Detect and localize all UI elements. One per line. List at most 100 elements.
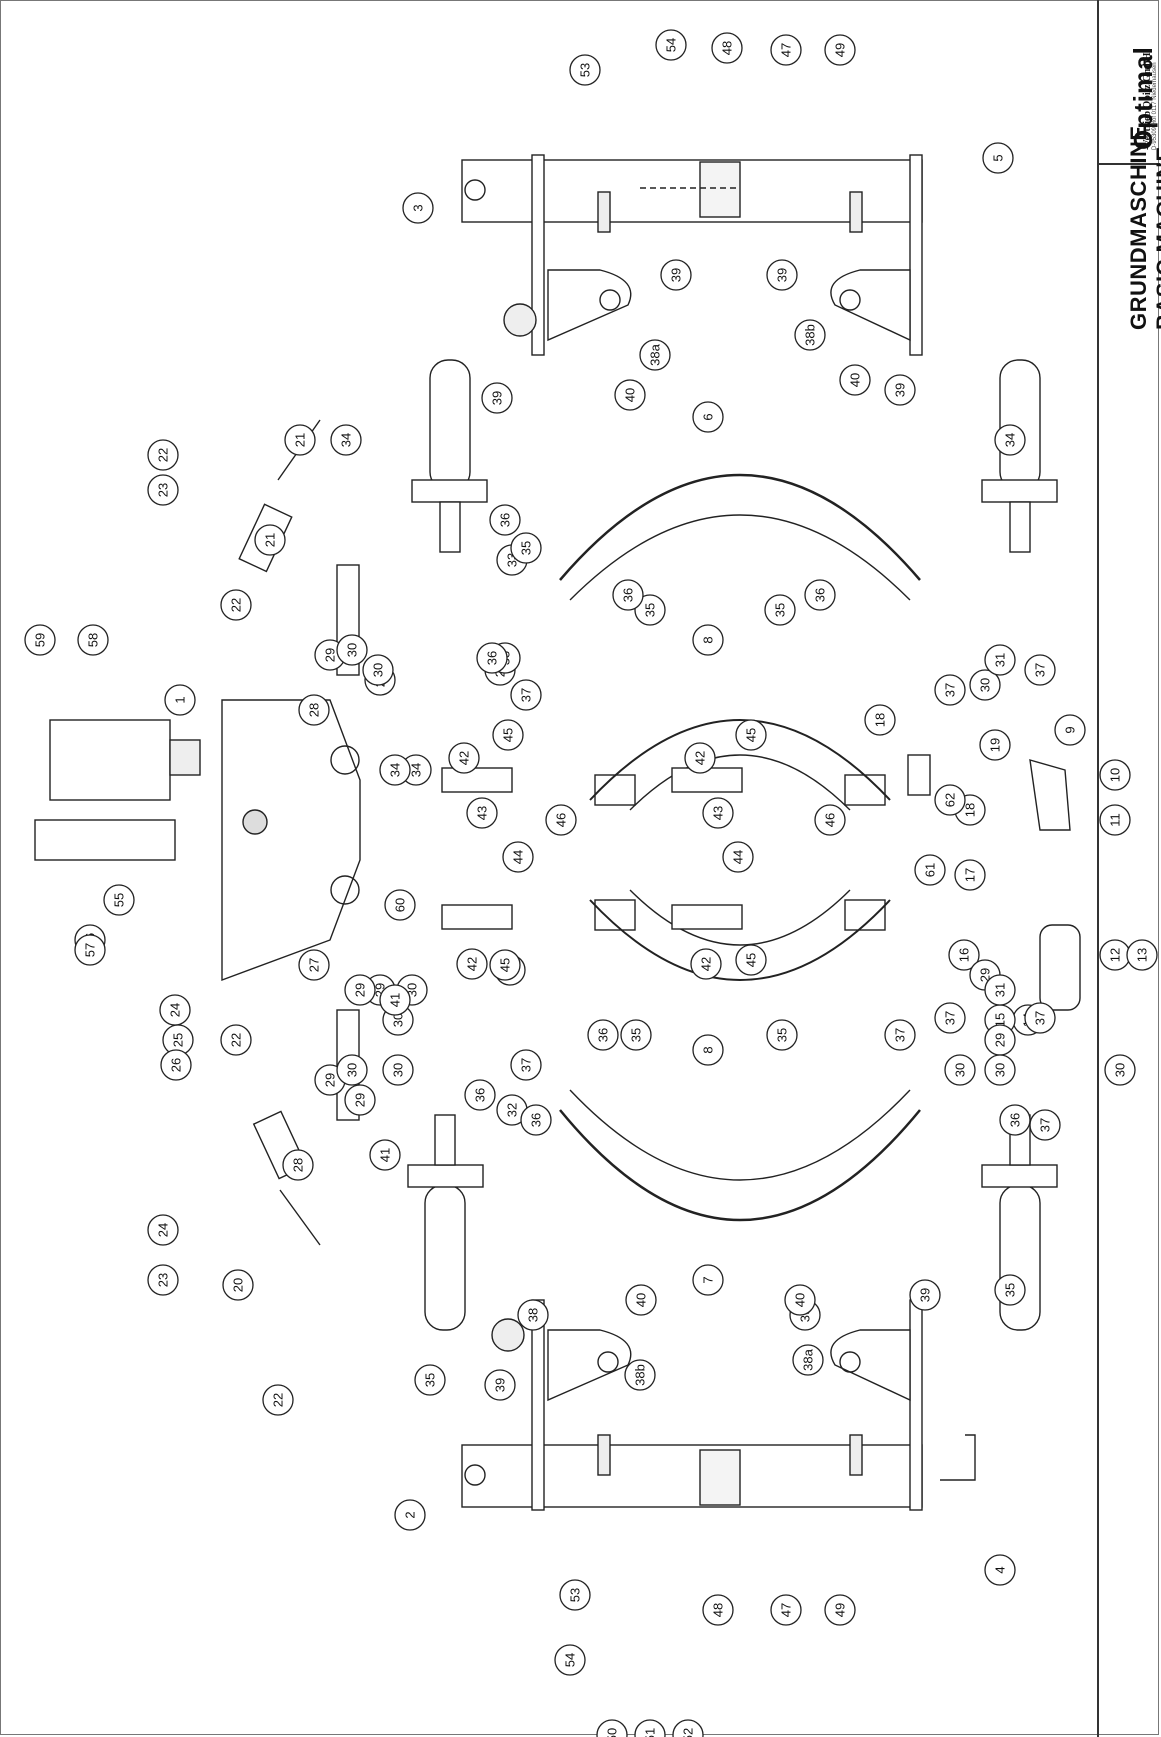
callout-number: 45 <box>501 728 516 742</box>
callout-circle <box>1054 714 1086 746</box>
callout-circle <box>379 754 411 786</box>
callout-number: 29 <box>978 968 993 982</box>
callout-number: 35 <box>423 1373 438 1387</box>
callout-circle <box>362 654 394 686</box>
callout-number: 22 <box>229 1033 244 1047</box>
callout-circle <box>824 1594 856 1626</box>
callout-30: 30 <box>336 634 368 666</box>
callout-number: 24 <box>168 1003 183 1017</box>
callout-46: 46 <box>545 804 577 836</box>
callout-47: 47 <box>770 1594 802 1626</box>
callout-21: 21 <box>284 424 316 456</box>
callout-number: 35 <box>629 1028 644 1042</box>
callout-circle <box>464 1079 496 1111</box>
callout-number: 18 <box>873 713 888 727</box>
callout-circle <box>1126 939 1158 971</box>
callout-circle <box>298 949 330 981</box>
callout-1: 1 <box>164 684 196 716</box>
callout-number: 42 <box>699 957 714 971</box>
callout-number: 40 <box>623 388 638 402</box>
callout-37: 37 <box>510 679 542 711</box>
callout-36: 36 <box>520 1104 552 1136</box>
callout-number: 42 <box>693 751 708 765</box>
callout-10: 10 <box>1099 759 1131 791</box>
callout-40: 40 <box>625 1284 657 1316</box>
callout-circle <box>984 974 1016 1006</box>
callout-49: 49 <box>824 34 856 66</box>
callout-circle <box>792 1344 824 1376</box>
callout-number: 26 <box>169 1058 184 1072</box>
callout-number: 36 <box>621 588 636 602</box>
callout-circle <box>814 804 846 836</box>
callout-41: 41 <box>369 1139 401 1171</box>
callout-number: 30 <box>345 643 360 657</box>
callout-47: 47 <box>770 34 802 66</box>
callout-3: 3 <box>402 192 434 224</box>
callout-number: 30 <box>1113 1063 1128 1077</box>
callout-number: 30 <box>345 1063 360 1077</box>
callout-number: 59 <box>33 633 48 647</box>
callout-number: 37 <box>943 683 958 697</box>
callout-37: 37 <box>934 674 966 706</box>
callout-circle <box>379 984 411 1016</box>
callout-circle <box>624 1359 656 1391</box>
callout-42: 42 <box>684 742 716 774</box>
callout-number: 6 <box>701 413 716 420</box>
callout-4: 4 <box>984 1554 1016 1586</box>
callout-39: 39 <box>884 374 916 406</box>
callout-circle <box>344 1084 376 1116</box>
callout-circle <box>394 1499 426 1531</box>
callout-number: 35 <box>1003 1283 1018 1297</box>
callout-number: 21 <box>293 433 308 447</box>
callout-38b: 38b <box>794 319 826 351</box>
callout-30: 30 <box>984 1054 1016 1086</box>
callout-circle <box>824 34 856 66</box>
callout-circle <box>994 424 1026 456</box>
callout-number: 38b <box>633 1364 648 1386</box>
callout-number: 36 <box>1008 1113 1023 1127</box>
callout-circle <box>934 1002 966 1034</box>
callout-circle <box>489 949 521 981</box>
callout-circle <box>914 854 946 886</box>
callout-circle <box>220 1024 252 1056</box>
callout-17: 17 <box>954 859 986 891</box>
callout-number: 34 <box>1003 433 1018 447</box>
callout-number: 36 <box>485 651 500 665</box>
callout-number: 8 <box>701 636 716 643</box>
callout-circle <box>520 1104 552 1136</box>
callout-45: 45 <box>735 944 767 976</box>
callout-number: 13 <box>1135 948 1150 962</box>
callout-number: 47 <box>779 1603 794 1617</box>
callout-number: 7 <box>701 1276 716 1283</box>
callout-circle <box>510 1049 542 1081</box>
callout-number: 23 <box>156 1273 171 1287</box>
callout-number: 40 <box>634 1293 649 1307</box>
callout-number: 37 <box>943 1011 958 1025</box>
callout-number: 39 <box>775 268 790 282</box>
callout-53: 53 <box>569 54 601 86</box>
callout-circle <box>103 884 135 916</box>
callout-circle <box>984 1054 1016 1086</box>
callout-6: 6 <box>692 401 724 433</box>
callout-40: 40 <box>614 379 646 411</box>
callout-circle <box>282 1149 314 1181</box>
callout-number: 49 <box>833 1603 848 1617</box>
title-english: BASIC MACHINE <box>1152 146 1161 330</box>
callout-number: 41 <box>378 1148 393 1162</box>
callout-number: 34 <box>409 763 424 777</box>
callout-number: 36 <box>498 513 513 527</box>
callout-circle <box>492 719 524 751</box>
callout-45: 45 <box>735 719 767 751</box>
callout-number: 30 <box>978 678 993 692</box>
callout-number: 58 <box>86 633 101 647</box>
callout-22: 22 <box>262 1384 294 1416</box>
callout-circle <box>634 594 666 626</box>
callout-number: 27 <box>307 958 322 972</box>
callout-57: 57 <box>74 934 106 966</box>
callout-19: 19 <box>979 729 1011 761</box>
callout-circle <box>336 1054 368 1086</box>
callout-number: 52 <box>681 1728 696 1737</box>
callout-8: 8 <box>692 624 724 656</box>
